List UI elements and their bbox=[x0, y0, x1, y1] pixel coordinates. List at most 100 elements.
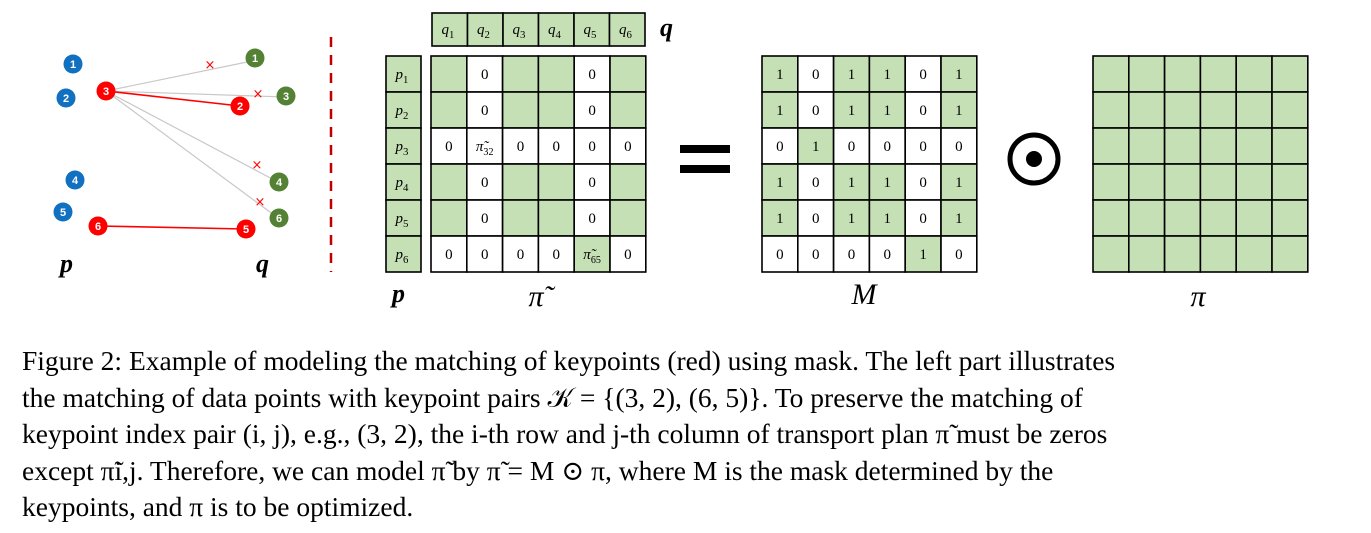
p-column-cell bbox=[385, 127, 422, 165]
mask-cell bbox=[796, 91, 835, 129]
pi-tilde-cell bbox=[465, 235, 504, 273]
edge-p3-q3 bbox=[105, 90, 286, 98]
caption-line-1: Figure 2: Example of modeling the matchi… bbox=[22, 345, 1116, 376]
pi-cell bbox=[1199, 199, 1238, 237]
p-column-text: p5 bbox=[395, 211, 409, 230]
pi-tilde-cell bbox=[573, 127, 611, 165]
cross-mark-2: × bbox=[253, 87, 264, 102]
mask-value: 0 bbox=[812, 67, 820, 83]
figure-caption: Figure 2: Example of modeling the matchi… bbox=[22, 343, 1350, 526]
mask-cell bbox=[796, 55, 835, 93]
svg-text:3: 3 bbox=[283, 91, 289, 103]
q-header-cell bbox=[502, 12, 540, 47]
p-column-text: p3 bbox=[395, 139, 409, 158]
svg-text:2: 2 bbox=[63, 93, 69, 105]
pi-tilde-cell bbox=[573, 91, 611, 129]
mask-cell bbox=[796, 163, 835, 201]
pi-cell bbox=[1235, 163, 1273, 201]
q-node-1: 1 bbox=[245, 48, 265, 68]
pi-tilde-cell bbox=[430, 199, 468, 237]
pi-cell bbox=[1128, 163, 1166, 201]
q-node-6: 6 bbox=[269, 208, 289, 228]
pi-cell bbox=[1163, 55, 1202, 93]
mask-value: 0 bbox=[812, 247, 820, 263]
pi-cell bbox=[1199, 127, 1238, 165]
pi-tilde-cell bbox=[465, 163, 504, 201]
mask-value: 1 bbox=[919, 247, 927, 263]
pi-cell bbox=[1235, 127, 1273, 165]
pi-tilde-value: 0 bbox=[624, 247, 632, 263]
p-column-text: p6 bbox=[395, 247, 410, 266]
pi-cell bbox=[1092, 235, 1130, 273]
pi-cell bbox=[1092, 163, 1130, 201]
graph-q-label: q bbox=[256, 249, 269, 278]
pi-tilde-value: 0 bbox=[481, 175, 489, 191]
pi-cell bbox=[1163, 163, 1202, 201]
mask-cell bbox=[761, 235, 799, 273]
pi-tilde-cell bbox=[430, 91, 468, 129]
pi-tilde-value: 0 bbox=[517, 247, 525, 263]
q-node-5: 5 bbox=[236, 219, 256, 239]
mask-cell bbox=[832, 91, 871, 129]
mask-cell bbox=[940, 55, 978, 93]
pi-matrix bbox=[1092, 55, 1309, 273]
mask-value: 1 bbox=[884, 103, 892, 119]
pi-tilde-cell bbox=[430, 55, 468, 93]
mask-value: 0 bbox=[848, 139, 856, 155]
pi-cell bbox=[1092, 55, 1130, 93]
p-column-cell bbox=[385, 235, 422, 273]
q-node-3: 3 bbox=[276, 86, 296, 106]
pi-tilde-value: 0 bbox=[445, 247, 453, 263]
mask-value: 0 bbox=[776, 247, 784, 263]
svg-text:3: 3 bbox=[103, 86, 109, 98]
mask-cell bbox=[940, 235, 978, 273]
mask-cell bbox=[868, 91, 907, 129]
svg-text:4: 4 bbox=[72, 175, 79, 187]
cross-mark-1: × bbox=[205, 58, 216, 73]
pi-tilde-value: 0 bbox=[624, 139, 632, 155]
pi-cell bbox=[1235, 91, 1273, 129]
mask-value: 1 bbox=[955, 67, 963, 83]
pi-tilde-cell bbox=[537, 199, 576, 237]
pi-tilde-cell bbox=[537, 163, 576, 201]
mask-value: 1 bbox=[812, 139, 820, 155]
pi-tilde-value: 0 bbox=[553, 247, 561, 263]
mask-cell bbox=[832, 163, 871, 201]
pi-cell bbox=[1199, 91, 1238, 129]
mask-value: 1 bbox=[776, 67, 784, 83]
pi-cell bbox=[1128, 199, 1166, 237]
pi-cell bbox=[1235, 235, 1273, 273]
q-header-cell bbox=[608, 12, 646, 47]
mask-value: 0 bbox=[955, 139, 963, 155]
mask-value: 1 bbox=[884, 67, 892, 83]
mask-value: 1 bbox=[776, 211, 784, 227]
edge-p6-q5-keypoint bbox=[97, 225, 246, 230]
mask-cell bbox=[868, 235, 907, 273]
q-header-text: q6 bbox=[619, 22, 633, 41]
caption-line-5: keypoints, and π is to be optimized. bbox=[22, 491, 414, 522]
pi-tilde-label: π̃ bbox=[528, 280, 555, 313]
pi-cell bbox=[1271, 91, 1309, 129]
mask-value: 0 bbox=[848, 247, 856, 263]
pi-tilde-cell bbox=[537, 127, 576, 165]
mask-value: 0 bbox=[884, 247, 892, 263]
pi-cell bbox=[1128, 55, 1166, 93]
graph-edges bbox=[97, 60, 286, 230]
pi-cell bbox=[1128, 127, 1166, 165]
mask-cell bbox=[761, 55, 799, 93]
pi-cell bbox=[1128, 235, 1166, 273]
svg-text:5: 5 bbox=[60, 207, 66, 219]
caption-line-4: except π̃i,j. Therefore, we can model π̃… bbox=[22, 454, 1054, 486]
pi-tilde-cell bbox=[609, 235, 647, 273]
cross-mark-4: × bbox=[255, 195, 266, 210]
pi-tilde-value: 0 bbox=[588, 175, 596, 191]
mask-value: 1 bbox=[955, 175, 963, 191]
pi-cell bbox=[1163, 91, 1202, 129]
mask-cell bbox=[868, 127, 907, 165]
p-column-cell bbox=[385, 163, 422, 201]
